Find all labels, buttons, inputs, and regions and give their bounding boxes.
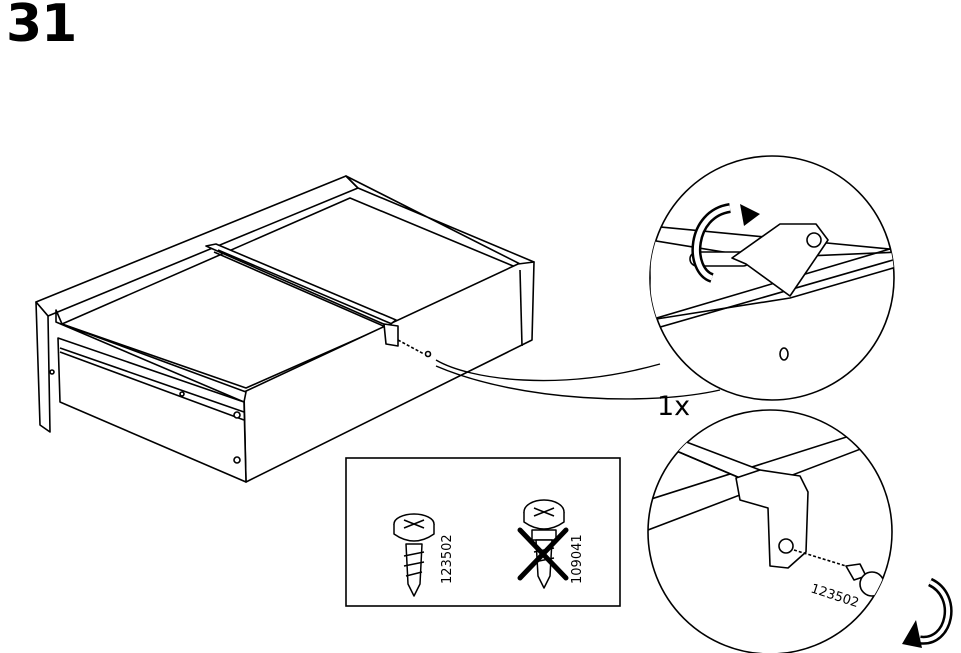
detail-circle-top [649,155,895,401]
callout-connector-2 [435,365,721,400]
correct-screw-part-number: 123502 [440,534,455,584]
detail-circle-bottom [647,409,953,653]
correct-screw-icon [393,513,435,597]
callout-connector [435,359,661,382]
screw-comparison-box: 123502 109041 [345,457,621,607]
wrong-screw-part-number: 109041 [570,534,585,584]
cross-out-icon [517,527,569,581]
step-number: 31 [6,0,77,54]
drawer-illustration [35,175,535,483]
wrong-screw-icon [523,499,565,589]
